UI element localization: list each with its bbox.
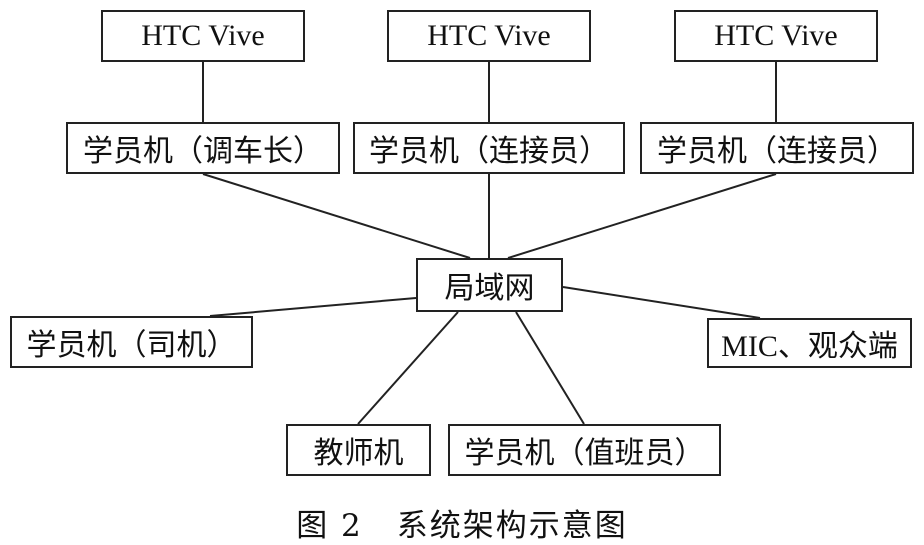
node-student-captain: 学员机（调车长） bbox=[66, 122, 340, 174]
link-captain-lan bbox=[202, 173, 471, 259]
node-label: 教师机 bbox=[313, 436, 404, 471]
node-htc-vive-1: HTC Vive bbox=[101, 10, 305, 62]
node-label: MIC、观众端 bbox=[721, 330, 898, 363]
figure-caption: 图 2 系统架构示意图 bbox=[0, 500, 924, 545]
node-student-connector-2: 学员机（连接员） bbox=[640, 122, 914, 174]
link-mic-lan bbox=[562, 286, 761, 319]
figure-label: 图 2 bbox=[296, 508, 363, 544]
link-teacher-lan bbox=[357, 311, 459, 425]
node-student-driver: 学员机（司机） bbox=[10, 316, 253, 368]
node-htc-vive-2: HTC Vive bbox=[387, 10, 591, 62]
node-label: HTC Vive bbox=[141, 19, 265, 52]
node-student-duty: 学员机（值班员） bbox=[448, 424, 721, 476]
node-label: 学员机（连接员） bbox=[369, 134, 609, 169]
node-label: HTC Vive bbox=[714, 19, 838, 52]
node-label: 学员机（连接员） bbox=[657, 134, 897, 169]
link-connector2-lan bbox=[507, 173, 777, 259]
node-mic-audience: MIC、观众端 bbox=[707, 318, 912, 368]
node-label: 学员机（司机） bbox=[26, 328, 237, 363]
link-duty-lan bbox=[515, 311, 585, 425]
figure-title: 系统架构示意图 bbox=[396, 508, 628, 544]
node-student-connector-1: 学员机（连接员） bbox=[353, 122, 625, 174]
node-lan: 局域网 bbox=[416, 258, 563, 312]
node-label: 学员机（值班员） bbox=[464, 436, 705, 471]
node-label: HTC Vive bbox=[427, 19, 551, 52]
node-label: 学员机（调车长） bbox=[83, 134, 323, 169]
node-label: 局域网 bbox=[444, 271, 535, 306]
node-teacher: 教师机 bbox=[286, 424, 431, 476]
link-driver-lan bbox=[209, 297, 417, 317]
node-htc-vive-3: HTC Vive bbox=[674, 10, 878, 62]
